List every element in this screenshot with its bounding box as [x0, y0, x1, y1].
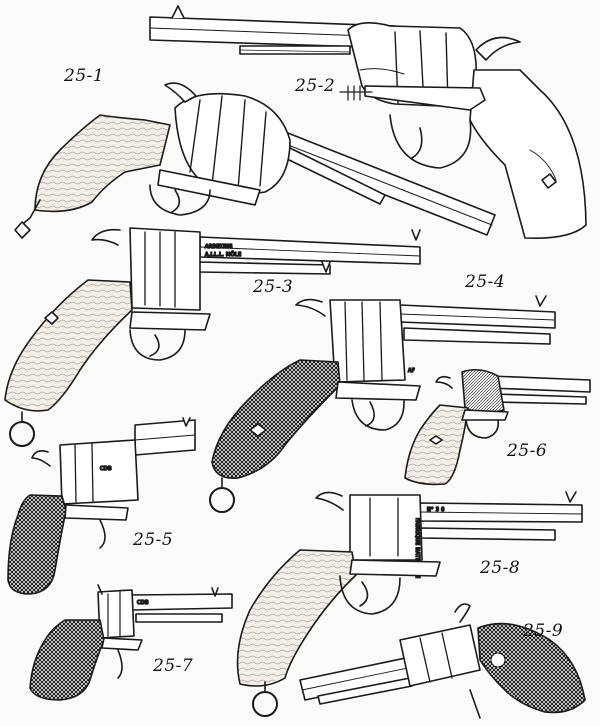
- svg-text:A.I.L.L. MÖLE: A.I.L.L. MÖLE: [205, 251, 241, 258]
- svg-text:FABRIQUE NATIONALE: FABRIQUE NATIONALE: [414, 518, 420, 578]
- svg-text:CDB: CDB: [137, 600, 149, 606]
- svg-text:AF: AF: [408, 368, 415, 374]
- figure-label-25-6: 25-6: [507, 441, 548, 461]
- figure-label-25-5: 25-5: [133, 530, 174, 550]
- figure-label-25-4: 25-4: [465, 272, 506, 292]
- svg-text:ARBEKINS: ARBEKINS: [205, 244, 233, 250]
- figure-label-25-7: 25-7: [153, 656, 194, 676]
- figure-label-25-2: 25-2: [295, 76, 336, 96]
- svg-text:CDB: CDB: [100, 466, 112, 472]
- revolver-25-5: CDB: [7, 417, 196, 595]
- revolver-25-2: [149, 5, 587, 240]
- revolver-25-1: [14, 82, 496, 239]
- figure-label-25-8: 25-8: [480, 558, 521, 578]
- revolver-25-8: FABRIQUE NATIONALE N° 3 8: [236, 491, 583, 717]
- revolver-25-4: AF: [209, 295, 556, 513]
- svg-text:N° 3 8: N° 3 8: [427, 507, 445, 513]
- revolver-25-9: [299, 603, 586, 719]
- figure-label-25-1: 25-1: [64, 66, 105, 86]
- figure-label-25-9: 25-9: [523, 621, 564, 641]
- revolver-25-6: [404, 368, 591, 486]
- revolver-25-3: ARBEKINS A.I.L.L. MÖLE: [4, 227, 421, 447]
- revolver-25-7: CDB: [29, 584, 233, 701]
- figure-label-25-3: 25-3: [253, 277, 294, 297]
